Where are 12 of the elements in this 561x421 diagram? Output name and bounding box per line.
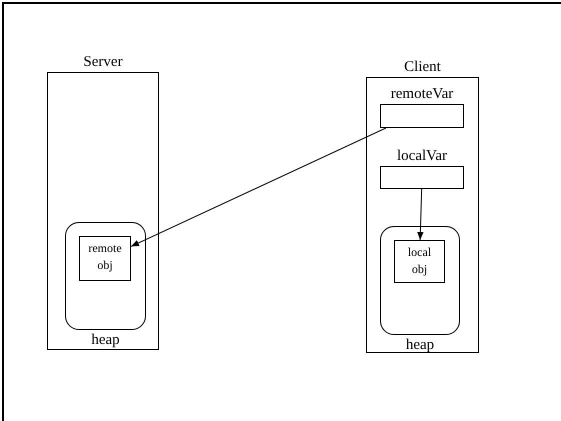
object-box (79, 236, 131, 281)
region-label: heap (406, 337, 434, 354)
arrow (417, 188, 424, 240)
arrow (130, 128, 386, 247)
region-label: localVar (397, 148, 447, 165)
region-label: Client (404, 59, 441, 76)
object-label: remote obj (87, 240, 123, 274)
object-box (394, 240, 445, 283)
region-label: remoteVar (390, 86, 454, 103)
region-label: heap (91, 332, 120, 348)
object-label: local obj (406, 244, 432, 278)
region-label: Server (83, 54, 123, 71)
